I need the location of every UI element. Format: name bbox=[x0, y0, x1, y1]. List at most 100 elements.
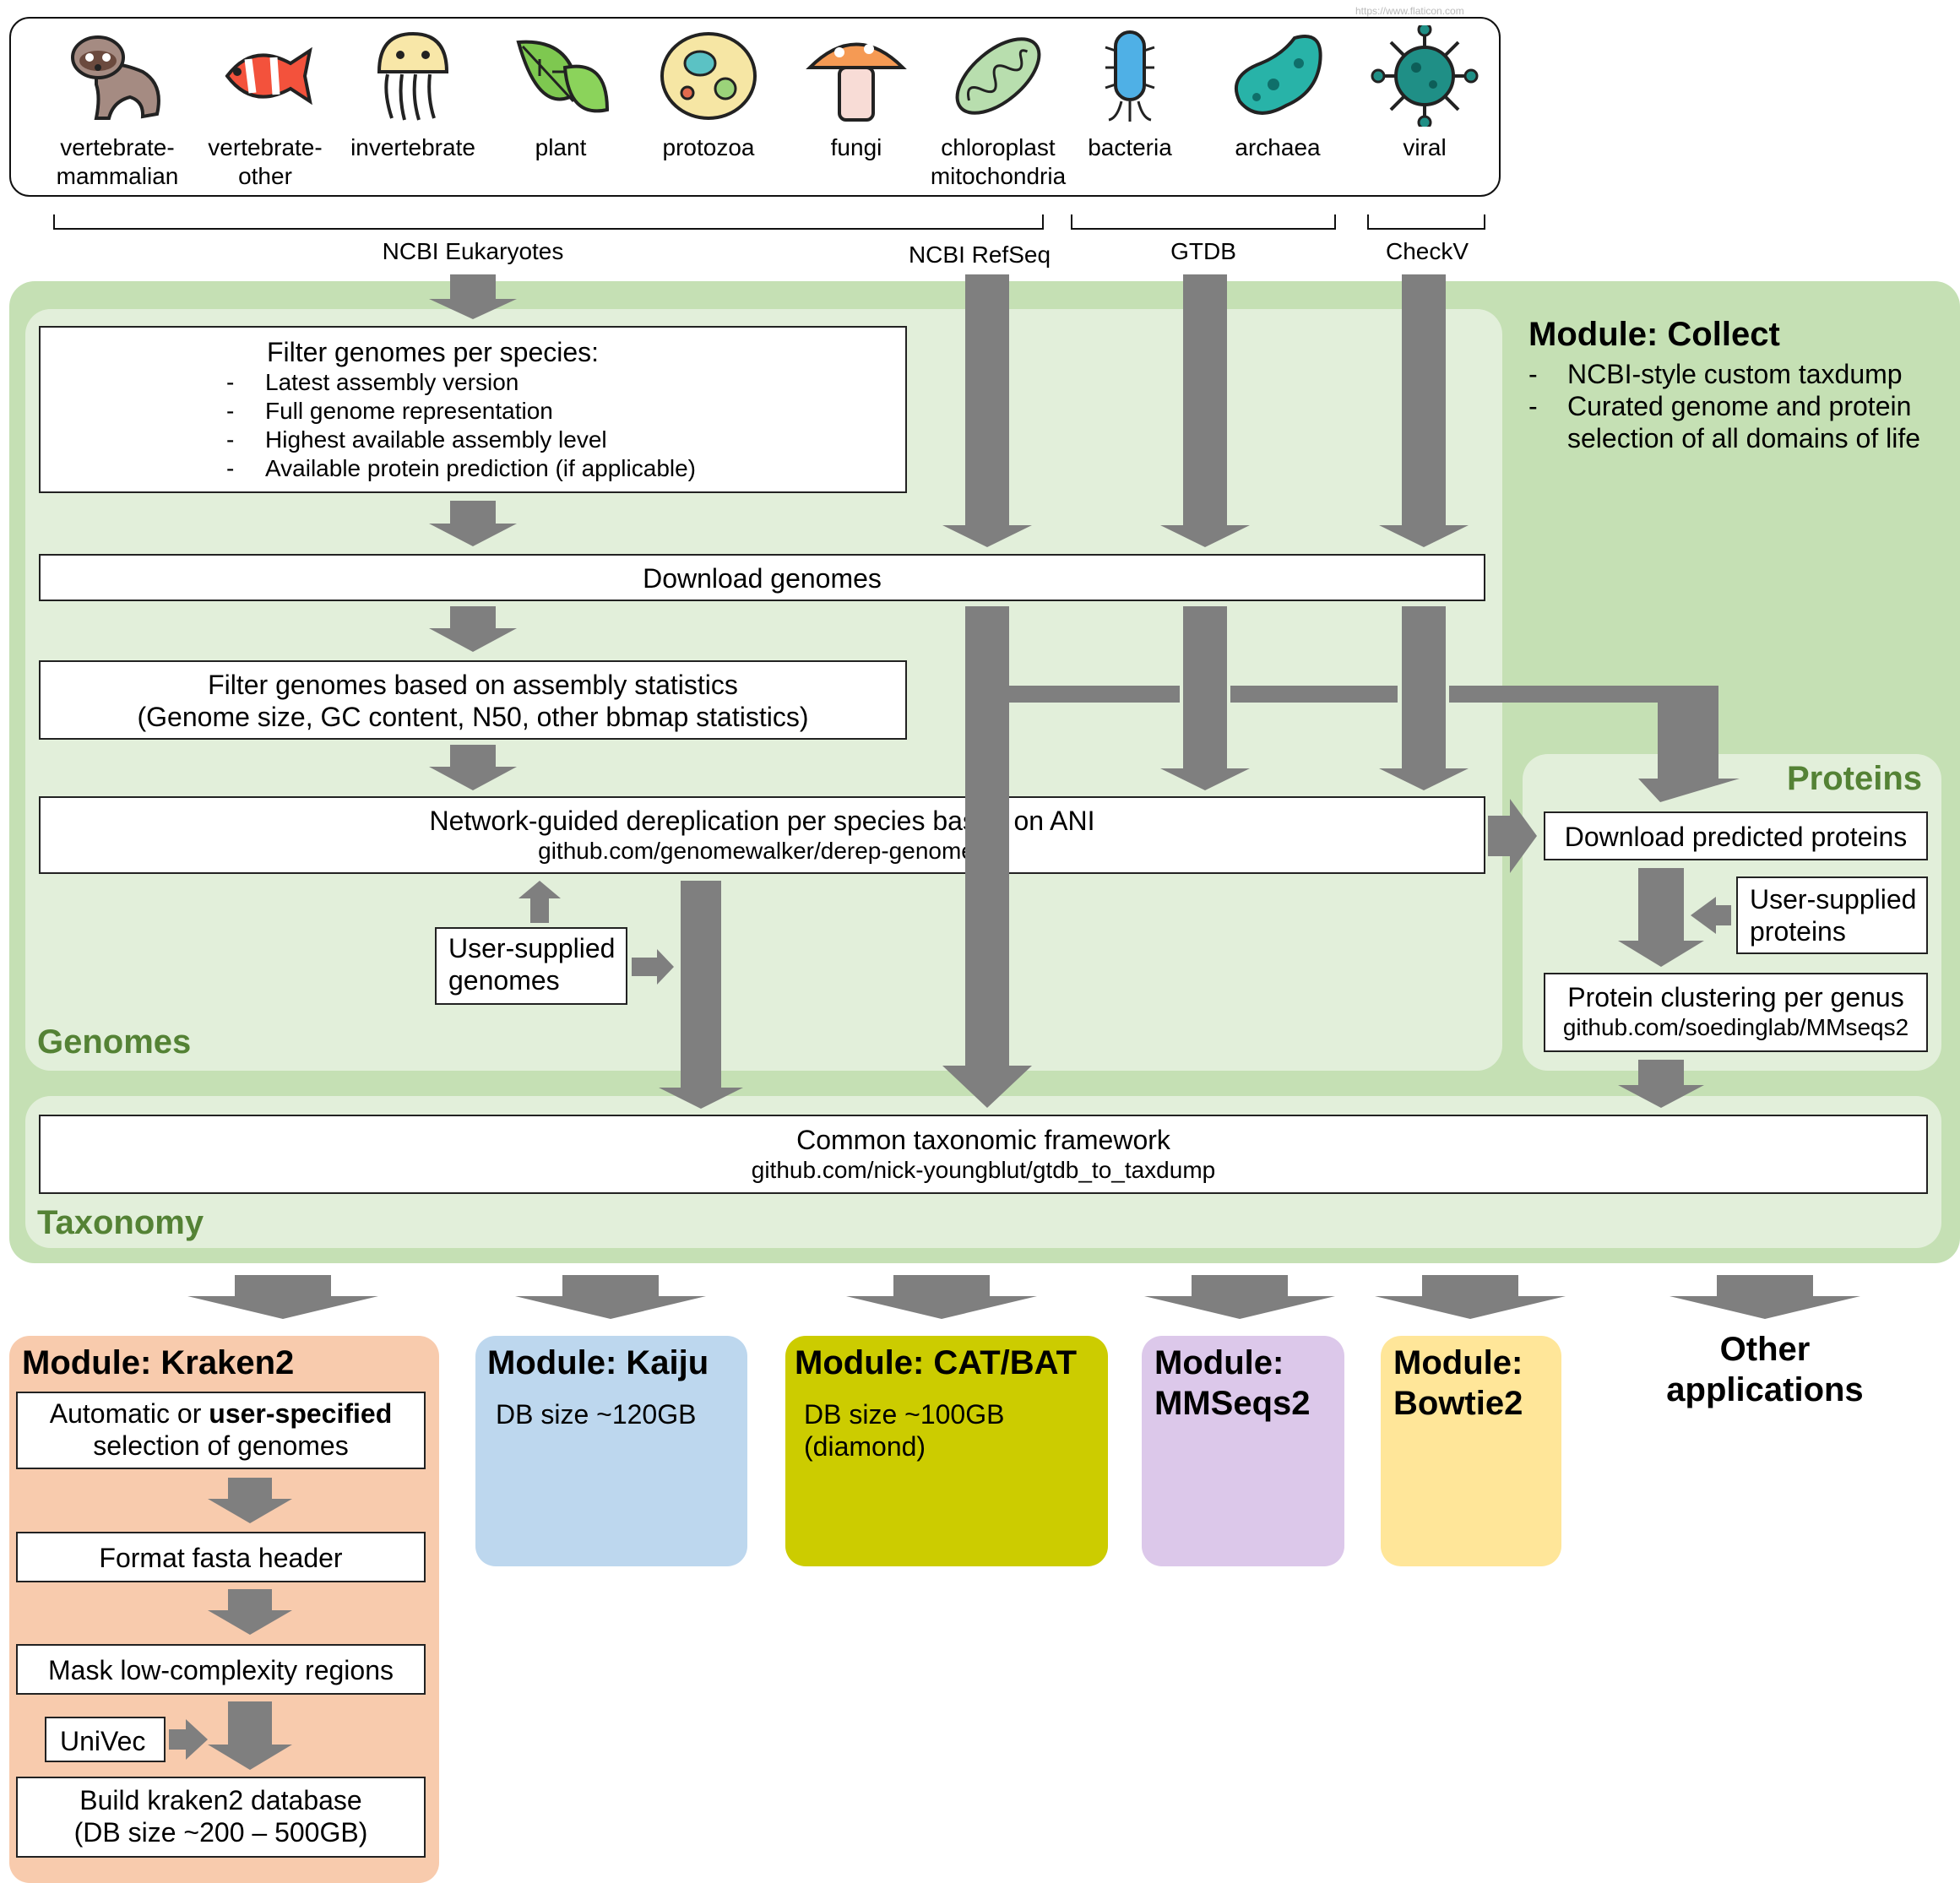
ferret-icon bbox=[71, 35, 160, 120]
organism-plant: plant bbox=[493, 25, 628, 162]
organism-vertebrate-mammalian: vertebrate-mammalian bbox=[50, 25, 185, 191]
user-supplied-genomes-box: User-supplied genomes bbox=[435, 927, 627, 1005]
arrow-user-proteins-left bbox=[1691, 897, 1731, 934]
dereplication-box: Network-guided dereplication per species… bbox=[39, 796, 1485, 874]
genomes-title: Genomes bbox=[37, 1023, 192, 1061]
arrow-to-other bbox=[1670, 1275, 1860, 1319]
genome-selection-line1: Automatic or user-specified bbox=[49, 1398, 393, 1429]
arrow-derep-to-proteins bbox=[1488, 799, 1537, 873]
format-fasta-box: Format fasta header bbox=[16, 1532, 426, 1582]
arrow-download-to-clustering bbox=[1618, 868, 1704, 967]
collect-item: NCBI-style custom taxdump bbox=[1528, 358, 1959, 390]
arrow-user-genomes-to-derep bbox=[519, 881, 561, 923]
protozoa-cell-icon bbox=[660, 32, 757, 120]
module-catbat-title: Module: CAT/BAT bbox=[795, 1344, 1078, 1381]
arrow-filter-to-download bbox=[429, 501, 517, 546]
arrow-eukaryotes-to-filter bbox=[429, 274, 517, 319]
organism-bacteria: bacteria bbox=[1062, 25, 1197, 162]
user-genomes-line1: User-supplied bbox=[448, 933, 616, 963]
module-mmseqs2-title: Module:MMSeqs2 bbox=[1154, 1344, 1311, 1422]
user-genomes-line2: genomes bbox=[448, 965, 560, 996]
organism-protozoa: protozoa bbox=[641, 25, 776, 162]
filter-stats-line1: Filter genomes based on assembly statist… bbox=[208, 670, 738, 700]
download-genomes-box: Download genomes bbox=[39, 554, 1485, 601]
connector-bar bbox=[1230, 686, 1398, 703]
filter-species-item: Highest available assembly level bbox=[226, 426, 905, 454]
arrow-checkv-to-derep bbox=[1379, 606, 1469, 790]
image-credit: https://www.flaticon.com bbox=[1355, 5, 1464, 17]
user-supplied-proteins-box: User-supplied proteins bbox=[1736, 876, 1928, 954]
filter-species-heading: Filter genomes per species: bbox=[267, 337, 600, 367]
framework-title: Common taxonomic framework bbox=[796, 1125, 1170, 1155]
collect-item: Curated genome and protein selection of … bbox=[1528, 390, 1959, 454]
mitochondrion-icon bbox=[955, 37, 1041, 115]
univec-label: UniVec bbox=[60, 1726, 146, 1756]
connector-bar bbox=[1009, 686, 1180, 703]
bracket-ncbi-eukaryotes bbox=[53, 214, 1044, 230]
framework-link: github.com/nick-youngblut/gtdb_to_taxdum… bbox=[751, 1157, 1216, 1183]
module-kaiju-title: Module: Kaiju bbox=[487, 1344, 709, 1381]
format-fasta-label: Format fasta header bbox=[99, 1543, 343, 1573]
clownfish-icon bbox=[225, 46, 312, 106]
filter-genomes-species-box: Filter genomes per species: Latest assem… bbox=[39, 326, 907, 493]
protein-clustering-box: Protein clustering per genus github.com/… bbox=[1544, 973, 1928, 1052]
module-bowtie2-panel bbox=[1381, 1336, 1561, 1566]
dereplication-link: github.com/genomewalker/derep-genomes bbox=[538, 838, 986, 864]
archaeon-icon bbox=[1235, 35, 1322, 115]
clustering-title: Protein clustering per genus bbox=[1567, 982, 1904, 1012]
mushroom-icon bbox=[806, 42, 907, 122]
module-kraken2-title: Module: Kraken2 bbox=[22, 1344, 295, 1381]
filter-assembly-stats-box: Filter genomes based on assembly statist… bbox=[39, 660, 907, 740]
arrow-to-bowtie2 bbox=[1375, 1275, 1566, 1319]
organism-viral: viral bbox=[1357, 25, 1492, 162]
arrow-gtdb-to-derep bbox=[1160, 606, 1250, 790]
clustering-link: github.com/soedinglab/MMseqs2 bbox=[1562, 1014, 1909, 1040]
arrow-checkv-to-download bbox=[1379, 274, 1469, 547]
kaiju-db-size: DB size ~120GB bbox=[496, 1399, 697, 1430]
download-proteins-box: Download predicted proteins bbox=[1544, 811, 1928, 860]
arrow-selection-to-format bbox=[208, 1478, 292, 1523]
filter-stats-line2: (Genome size, GC content, N50, other bbm… bbox=[137, 702, 809, 732]
module-collect-title: Module: Collect bbox=[1528, 316, 1780, 353]
arrow-user-genomes-right bbox=[632, 949, 674, 985]
bracket-checkv bbox=[1367, 214, 1485, 230]
organism-invertebrate: invertebrate bbox=[345, 25, 480, 162]
download-genomes-label: Download genomes bbox=[643, 563, 882, 594]
arrow-format-to-mask bbox=[208, 1589, 292, 1635]
organism-panel bbox=[9, 17, 1501, 197]
arrow-derep-to-taxonomy bbox=[659, 881, 743, 1109]
source-gtdb: GTDB bbox=[1170, 238, 1236, 264]
virus-icon bbox=[1371, 25, 1479, 127]
catbat-db-size: DB size ~100GB(diamond) bbox=[804, 1399, 1005, 1462]
mask-regions-box: Mask low-complexity regions bbox=[16, 1644, 426, 1695]
leaves-icon bbox=[516, 40, 610, 113]
arrow-download-to-stats bbox=[429, 606, 517, 652]
taxonomic-framework-box: Common taxonomic framework github.com/ni… bbox=[39, 1115, 1928, 1194]
taxonomy-title: Taxonomy bbox=[37, 1204, 204, 1241]
arrow-to-proteins bbox=[1449, 686, 1740, 802]
genome-selection-box: Automatic or user-specified selection of… bbox=[16, 1392, 426, 1469]
module-mmseqs2-panel bbox=[1142, 1336, 1344, 1566]
arrow-to-kraken2 bbox=[187, 1275, 378, 1319]
user-proteins-line2: proteins bbox=[1750, 916, 1846, 947]
organism-vertebrate-other: vertebrate-other bbox=[198, 25, 333, 191]
arrow-gtdb-to-download bbox=[1160, 274, 1250, 547]
user-proteins-line1: User-supplied bbox=[1750, 884, 1917, 914]
arrow-stats-to-derep bbox=[429, 745, 517, 790]
organism-fungi: fungi bbox=[789, 25, 924, 162]
build-kraken2-box: Build kraken2 database (DB size ~200 – 5… bbox=[16, 1777, 426, 1858]
arrow-mask-to-build bbox=[208, 1701, 292, 1770]
proteins-title: Proteins bbox=[1787, 760, 1923, 797]
filter-species-item: Latest assembly version bbox=[226, 368, 905, 397]
univec-box: UniVec bbox=[45, 1717, 166, 1762]
build-kraken2-line1: Build kraken2 database bbox=[79, 1785, 362, 1815]
arrow-to-mmseqs2 bbox=[1144, 1275, 1335, 1319]
arrow-to-kaiju bbox=[515, 1275, 706, 1319]
bracket-gtdb bbox=[1071, 214, 1336, 230]
module-catbat-panel bbox=[785, 1336, 1108, 1566]
source-ncbi-refseq: NCBI RefSeq bbox=[908, 241, 1051, 268]
source-checkv: CheckV bbox=[1385, 238, 1469, 264]
